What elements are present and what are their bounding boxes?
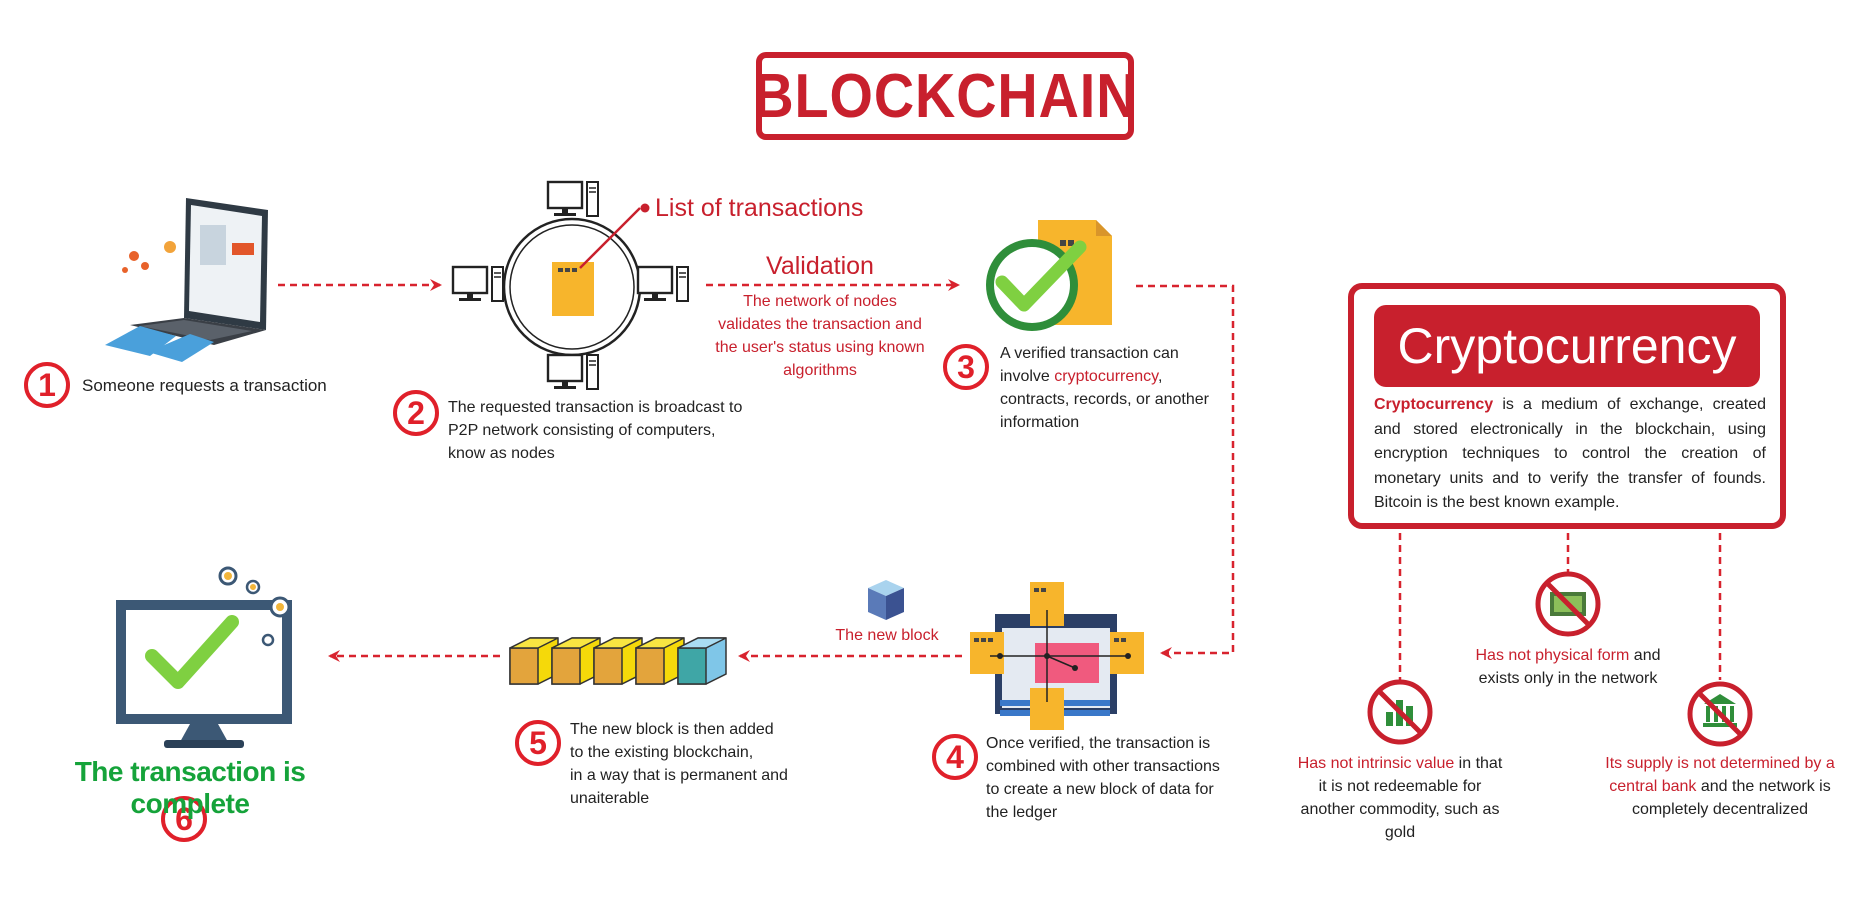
title-box: BLOCKCHAIN [752,52,1138,140]
validation-label: Validation [766,252,874,280]
arrow-3-4 [1136,284,1235,659]
step-3-text: A verified transaction can involve crypt… [1000,345,1209,431]
step-5-number: 5 [515,720,561,766]
property-no-physical-form: Has not physical form and exists only in… [1475,647,1661,687]
monitor-check-icon [116,566,292,748]
step-3-number: 3 [943,344,989,390]
transaction-complete-label: The transaction is complete [74,756,306,819]
cryptocurrency-description: Cryptocurrency is a medium of exchange, … [1374,396,1766,511]
page-title: BLOCKCHAIN [752,61,1138,131]
laptop-icon [105,198,268,362]
list-of-transactions-label: List of transactions [655,194,864,222]
ledger-block-icon [970,582,1144,730]
cryptocurrency-highlight: cryptocurrency [1054,368,1158,385]
property-decentralized-supply: Its supply is not determined by a centra… [1605,755,1835,818]
no-central-bank-icon [1687,681,1753,747]
new-block-label: The new block [835,627,939,644]
property-no-intrinsic-value: Has not intrinsic value in that it is no… [1297,755,1503,841]
cryptocurrency-heading: Cryptocurrency [1374,305,1760,387]
no-value-chart-icon [1367,679,1433,745]
blockchain-chain-icon [509,637,727,685]
step-5-text: The new block is then added to the exist… [570,721,788,807]
new-block-cube-icon [868,580,904,620]
step-1-text: Someone requests a transaction [82,376,327,395]
step-6-number: 6 [161,796,207,842]
verified-document-icon [986,220,1112,331]
step-4-text: Once verified, the transaction is combin… [986,735,1220,821]
no-cash-icon [1535,571,1601,637]
validation-description: The network of nodes validates the trans… [715,293,925,379]
step-4-number: 4 [932,734,978,780]
step-2-text: The requested transaction is broadcast t… [448,399,743,462]
cryptocurrency-panel: Cryptocurrency Cryptocurrency is a mediu… [1348,283,1786,529]
step-1-number: 1 [24,362,70,408]
p2p-network-icon [451,180,690,391]
step-2-number: 2 [393,390,439,436]
